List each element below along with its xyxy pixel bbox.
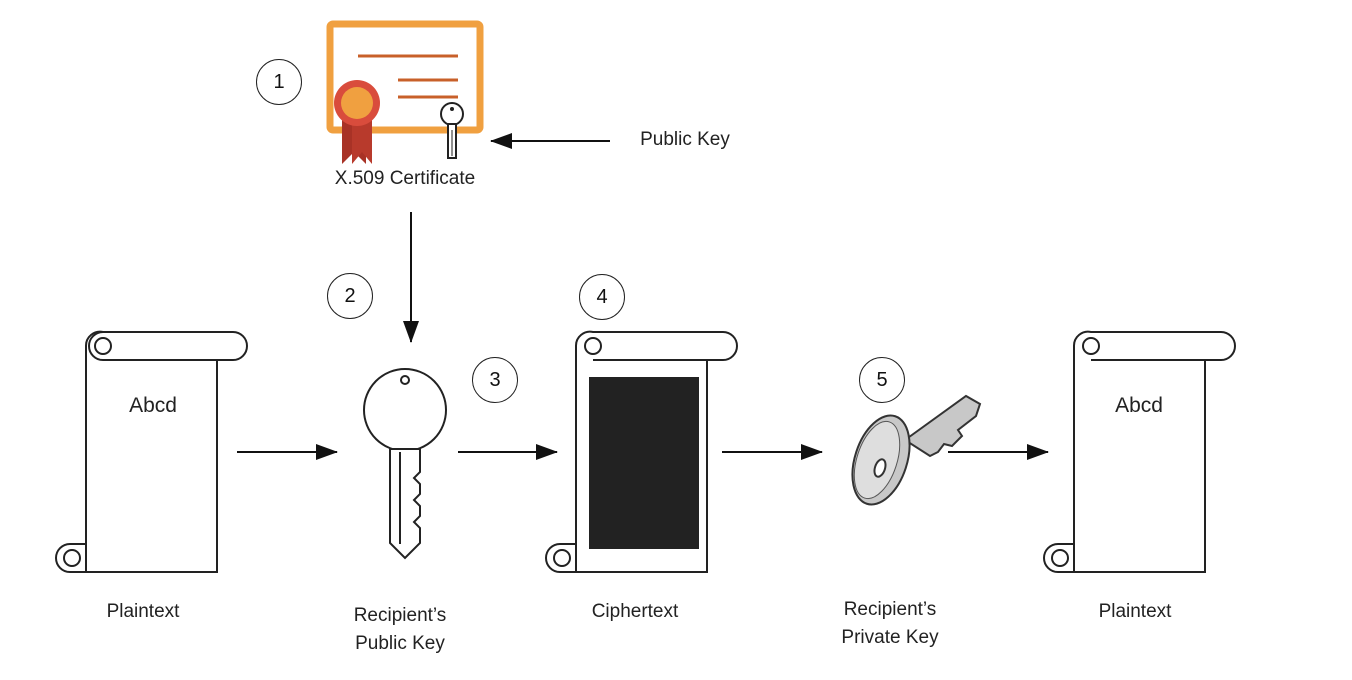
public-key-label: Public Key [640, 129, 730, 150]
plaintext-content: Abcd [129, 394, 177, 417]
step-4-badge: 4 [579, 274, 625, 320]
plaintext-scroll-icon [55, 330, 248, 573]
step-5-badge: 5 [859, 357, 905, 403]
private-key-caption-line1: Recipient’s [843, 599, 937, 620]
certificate-label: X.509 Certificate [334, 168, 476, 189]
public-key-caption-line2: Public Key [355, 633, 445, 654]
plaintext-output-content: Abcd [1115, 394, 1163, 417]
step-2-badge: 2 [327, 273, 373, 319]
plaintext-output-scroll-icon [1043, 330, 1236, 573]
public-key-icon [363, 368, 447, 560]
certificate-icon [326, 20, 484, 164]
plaintext-output-label: Plaintext [1098, 601, 1172, 622]
public-key-caption-line1: Recipient’s [353, 605, 447, 626]
ciphertext-scroll-icon [545, 330, 738, 573]
step-3-badge: 3 [472, 357, 518, 403]
ciphertext-label: Ciphertext [591, 601, 679, 622]
private-key-icon [851, 394, 982, 506]
step-1-badge: 1 [256, 59, 302, 105]
plaintext-label: Plaintext [106, 601, 180, 622]
private-key-caption-line2: Private Key [841, 627, 939, 648]
